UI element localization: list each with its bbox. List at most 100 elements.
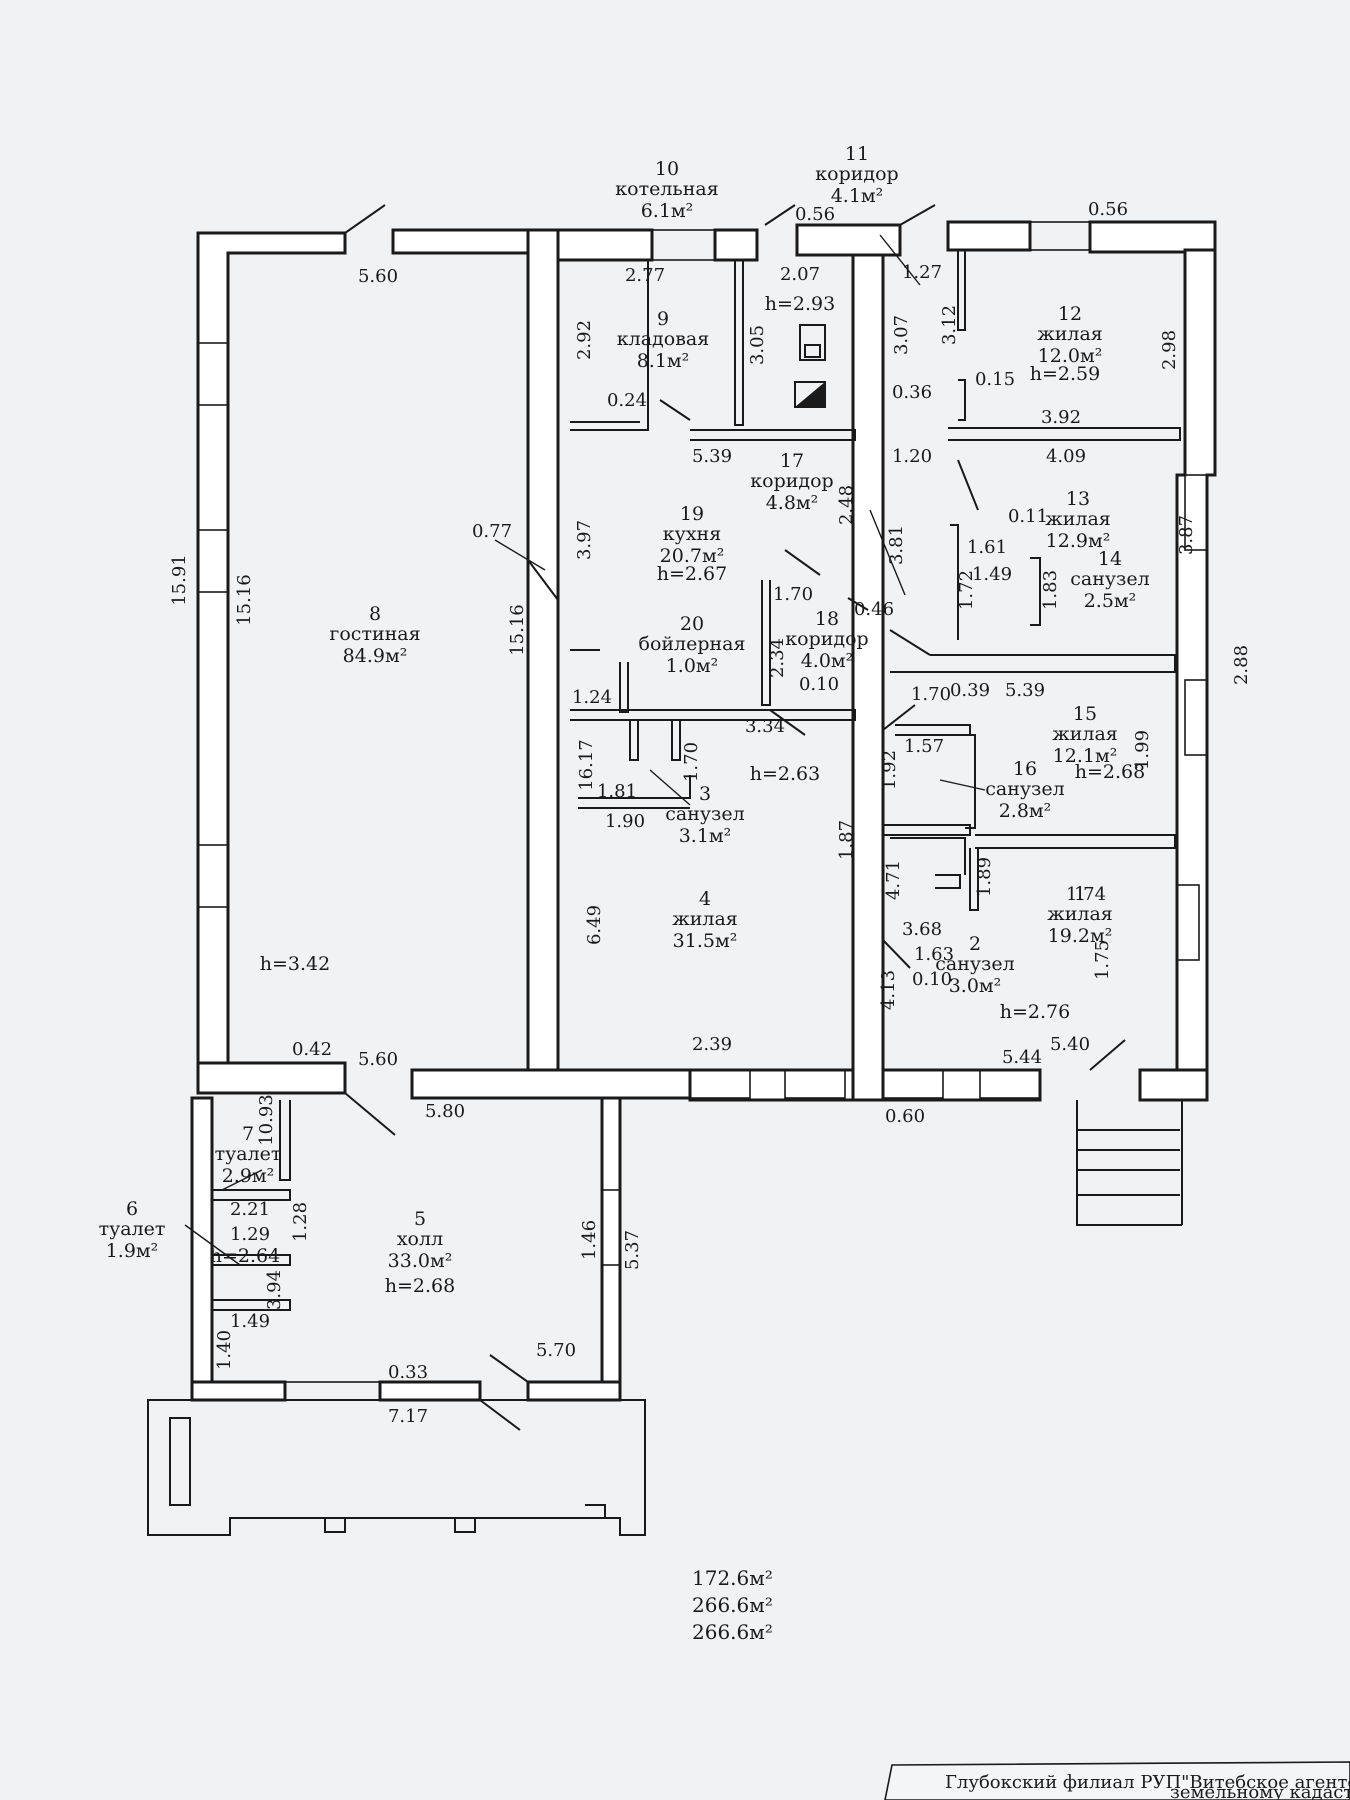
room-number: 17 bbox=[780, 450, 804, 472]
partition-16 bbox=[895, 724, 971, 736]
dimension-label: 1.46 bbox=[579, 1220, 600, 1260]
hall-bottom-wall-right bbox=[526, 1380, 622, 1402]
partition-kitchen-top bbox=[690, 429, 856, 441]
room-number: 2 bbox=[969, 933, 981, 955]
dimension-label: 1.99 bbox=[1132, 730, 1153, 770]
partition-13-bath bbox=[950, 524, 959, 640]
room-area: 4.1м² bbox=[831, 185, 884, 207]
dimension-label: 1.27 bbox=[902, 262, 942, 283]
room-height: h=2.68 bbox=[1075, 761, 1145, 783]
dimension-label: 5.44 bbox=[1002, 1047, 1042, 1068]
room-number: 3 bbox=[699, 783, 711, 805]
dimension-label: 2.07 bbox=[780, 264, 820, 285]
outer-wall-top-b bbox=[556, 228, 654, 262]
room-number: 19 bbox=[680, 503, 704, 525]
dimension-label: 5.39 bbox=[692, 446, 732, 467]
room-area: 8.1м² bbox=[637, 350, 690, 372]
room-name: кухня bbox=[663, 523, 721, 545]
room-area: 12.0м² bbox=[1038, 345, 1103, 367]
room-name: санузел bbox=[665, 803, 745, 825]
outer-wall-top-e bbox=[946, 220, 1032, 252]
total-area-1: 172.6м² bbox=[692, 1566, 773, 1590]
height-labels: h=2.63h=2.76h=2.64 bbox=[210, 763, 1070, 1267]
room-name: туалет bbox=[99, 1218, 166, 1240]
dimension-label: 2.77 bbox=[625, 265, 665, 286]
room-number: 13 bbox=[1066, 488, 1090, 510]
height-label: h=2.63 bbox=[750, 763, 820, 785]
dimension-label: 2.34 bbox=[767, 638, 788, 678]
partition-2b bbox=[935, 874, 961, 889]
room-number: 7 bbox=[242, 1123, 254, 1145]
window-right-13 bbox=[1184, 474, 1208, 551]
room-area: 3.0м² bbox=[949, 975, 1002, 997]
dimension-label: 1.89 bbox=[974, 857, 995, 897]
dimension-label: 4.09 bbox=[1046, 446, 1086, 467]
room-number: 4 bbox=[699, 888, 711, 910]
room-area: 19.2м² bbox=[1048, 925, 1113, 947]
room-area: 3.1м² bbox=[679, 825, 732, 847]
partition-toilet-6 bbox=[212, 1254, 291, 1266]
total-area-2: 266.6м² bbox=[692, 1593, 773, 1617]
room-height: h=2.59 bbox=[1030, 363, 1100, 385]
dimension-label: 0.11 bbox=[1008, 506, 1048, 527]
dimension-label: 15.16 bbox=[507, 604, 528, 656]
room-area: 1.0м² bbox=[666, 655, 719, 677]
dimension-label: 0.56 bbox=[1088, 199, 1128, 220]
door-3 bbox=[769, 709, 806, 736]
outer-wall-top-f bbox=[1088, 220, 1217, 254]
boiler-tank-fill bbox=[795, 382, 825, 407]
outer-wall-bottom-right2 bbox=[1138, 1068, 1209, 1102]
partition-12-left2 bbox=[958, 379, 966, 421]
dimension-label: 15.16 bbox=[234, 574, 255, 626]
room-name: жилая bbox=[1037, 323, 1103, 345]
partition-hall-toilets bbox=[279, 1100, 291, 1181]
dimension-label: 3.97 bbox=[574, 520, 595, 560]
room-number: 8 bbox=[369, 603, 381, 625]
leader-toilet7 bbox=[221, 1169, 263, 1191]
room-name: бойлерная bbox=[639, 633, 746, 655]
outer-wall-top-a bbox=[391, 228, 530, 255]
dimension-label: 3.81 bbox=[886, 525, 907, 565]
dimension-label: 2.88 bbox=[1231, 645, 1252, 685]
dimension-label: 1.24 bbox=[572, 687, 612, 708]
partition-toilets bbox=[212, 1189, 291, 1201]
window-bottom-4a bbox=[689, 1069, 751, 1099]
dimension-label: 0.15 bbox=[975, 369, 1015, 390]
leader-living bbox=[494, 539, 546, 571]
room-area: 6.1м² bbox=[641, 200, 694, 222]
dimension-label: 5.70 bbox=[536, 1340, 576, 1361]
partition-2 bbox=[890, 837, 966, 875]
partition-boiler-room bbox=[734, 260, 744, 426]
room-number: 18 bbox=[815, 608, 839, 630]
window-hall-right bbox=[601, 1189, 621, 1266]
leader-12 bbox=[879, 234, 921, 286]
room-area: 33.0м² bbox=[388, 1250, 453, 1272]
dimension-label: 1.20 bbox=[892, 446, 932, 467]
hall-right-wall bbox=[600, 1096, 622, 1402]
dimension-label: 5.60 bbox=[358, 1049, 398, 1070]
door-hall-right bbox=[489, 1354, 529, 1383]
dimension-label: 1.92 bbox=[879, 750, 900, 790]
partition-corridor-18 bbox=[761, 580, 771, 706]
window-right-1 bbox=[1176, 884, 1200, 961]
dimension-label: 4.13 bbox=[878, 970, 899, 1010]
hall-bottom-wall-mid bbox=[378, 1380, 482, 1402]
room-area: 2.8м² bbox=[999, 800, 1052, 822]
room-number: 12 bbox=[1058, 303, 1082, 325]
porch-steps bbox=[324, 1504, 606, 1533]
stamp-frame bbox=[884, 1761, 1350, 1800]
dimension-label: 1.74 bbox=[1066, 884, 1106, 905]
room-area: 4.0м² bbox=[801, 650, 854, 672]
dimension-label: 1.49 bbox=[230, 1311, 270, 1332]
partition-storage bbox=[570, 260, 649, 431]
dimension-label: 15.91 bbox=[169, 554, 190, 606]
